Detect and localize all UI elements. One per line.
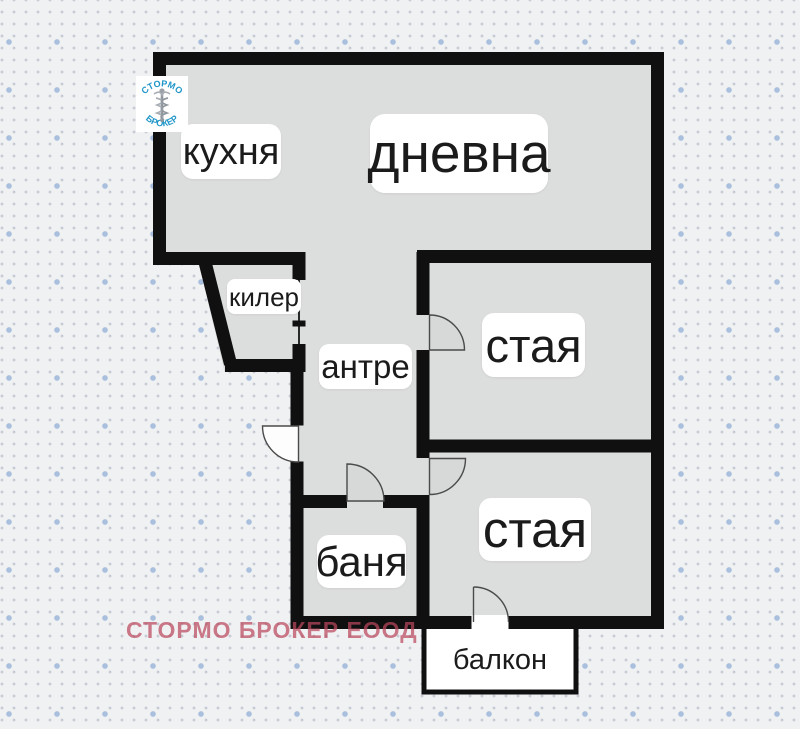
apartment-floor [153, 52, 664, 629]
balcony-door-gap [471, 615, 509, 631]
room1-door-arc [428, 314, 466, 351]
label-living-room: дневна [367, 114, 551, 193]
label-bath: баня [315, 535, 408, 588]
logo-text-top: СТОРМО [139, 78, 184, 96]
walls [153, 52, 664, 629]
agency-logo-graphic: СТОРМО БРОКЕР [139, 78, 184, 128]
agency-logo: СТОРМО БРОКЕР [136, 76, 188, 132]
label-pantry: килер [227, 279, 301, 314]
bath-door-arc [346, 463, 385, 502]
balcony-door-arc [473, 586, 510, 623]
caduceus-icon [153, 88, 171, 122]
room2-door-arc [428, 457, 467, 496]
doors [261, 314, 510, 623]
label-room-1: стая [482, 313, 585, 377]
balcony-outline [421, 617, 579, 695]
entrance-door-arc [261, 425, 300, 463]
label-kitchen: кухня [181, 124, 281, 179]
svg-text:СТОРМО: СТОРМО [139, 78, 184, 96]
watermark-text: СТОРМО БРОКЕР ЕООД [126, 617, 418, 643]
label-hallway: антре [319, 344, 412, 389]
label-balcony: балкон [452, 644, 548, 676]
label-room-2: стая [479, 498, 591, 561]
